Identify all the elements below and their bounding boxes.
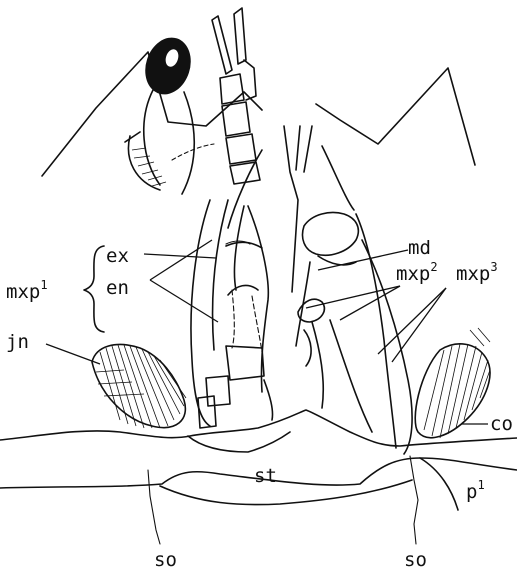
label-st: st xyxy=(254,465,277,487)
sternum xyxy=(0,410,517,510)
label-co: co xyxy=(490,413,513,435)
label-md: md xyxy=(408,237,431,259)
label-p1-sup: 1 xyxy=(477,478,484,492)
label-so-right: so xyxy=(404,549,427,571)
brace xyxy=(84,246,104,332)
label-jn: jn xyxy=(6,331,29,353)
label-ex: ex xyxy=(106,245,129,267)
label-en: en xyxy=(106,277,129,299)
rostrum xyxy=(228,126,354,292)
right-maxillipeds xyxy=(296,213,412,455)
label-mxp1-sup: 1 xyxy=(40,278,47,292)
label-mxp1-base: mxp xyxy=(6,281,40,303)
label-mxp2-base: mxp xyxy=(396,263,430,285)
suture-lines xyxy=(148,456,418,544)
label-mxp3: mxp3 xyxy=(456,260,498,285)
eye xyxy=(125,32,214,194)
antenna xyxy=(212,8,260,184)
label-mxp2-sup: 2 xyxy=(430,260,437,274)
label-p1: p1 xyxy=(466,478,485,503)
right-coxa xyxy=(415,328,490,438)
left-coxa xyxy=(92,344,186,428)
left-maxilliped xyxy=(191,200,273,428)
label-mxp3-base: mxp xyxy=(456,263,490,285)
label-mxp1: mxp1 xyxy=(6,278,48,303)
label-mxp3-sup: 3 xyxy=(490,260,497,274)
label-so-left: so xyxy=(154,549,177,571)
label-p1-base: p xyxy=(466,481,477,503)
label-mxp2: mxp2 xyxy=(396,260,438,285)
